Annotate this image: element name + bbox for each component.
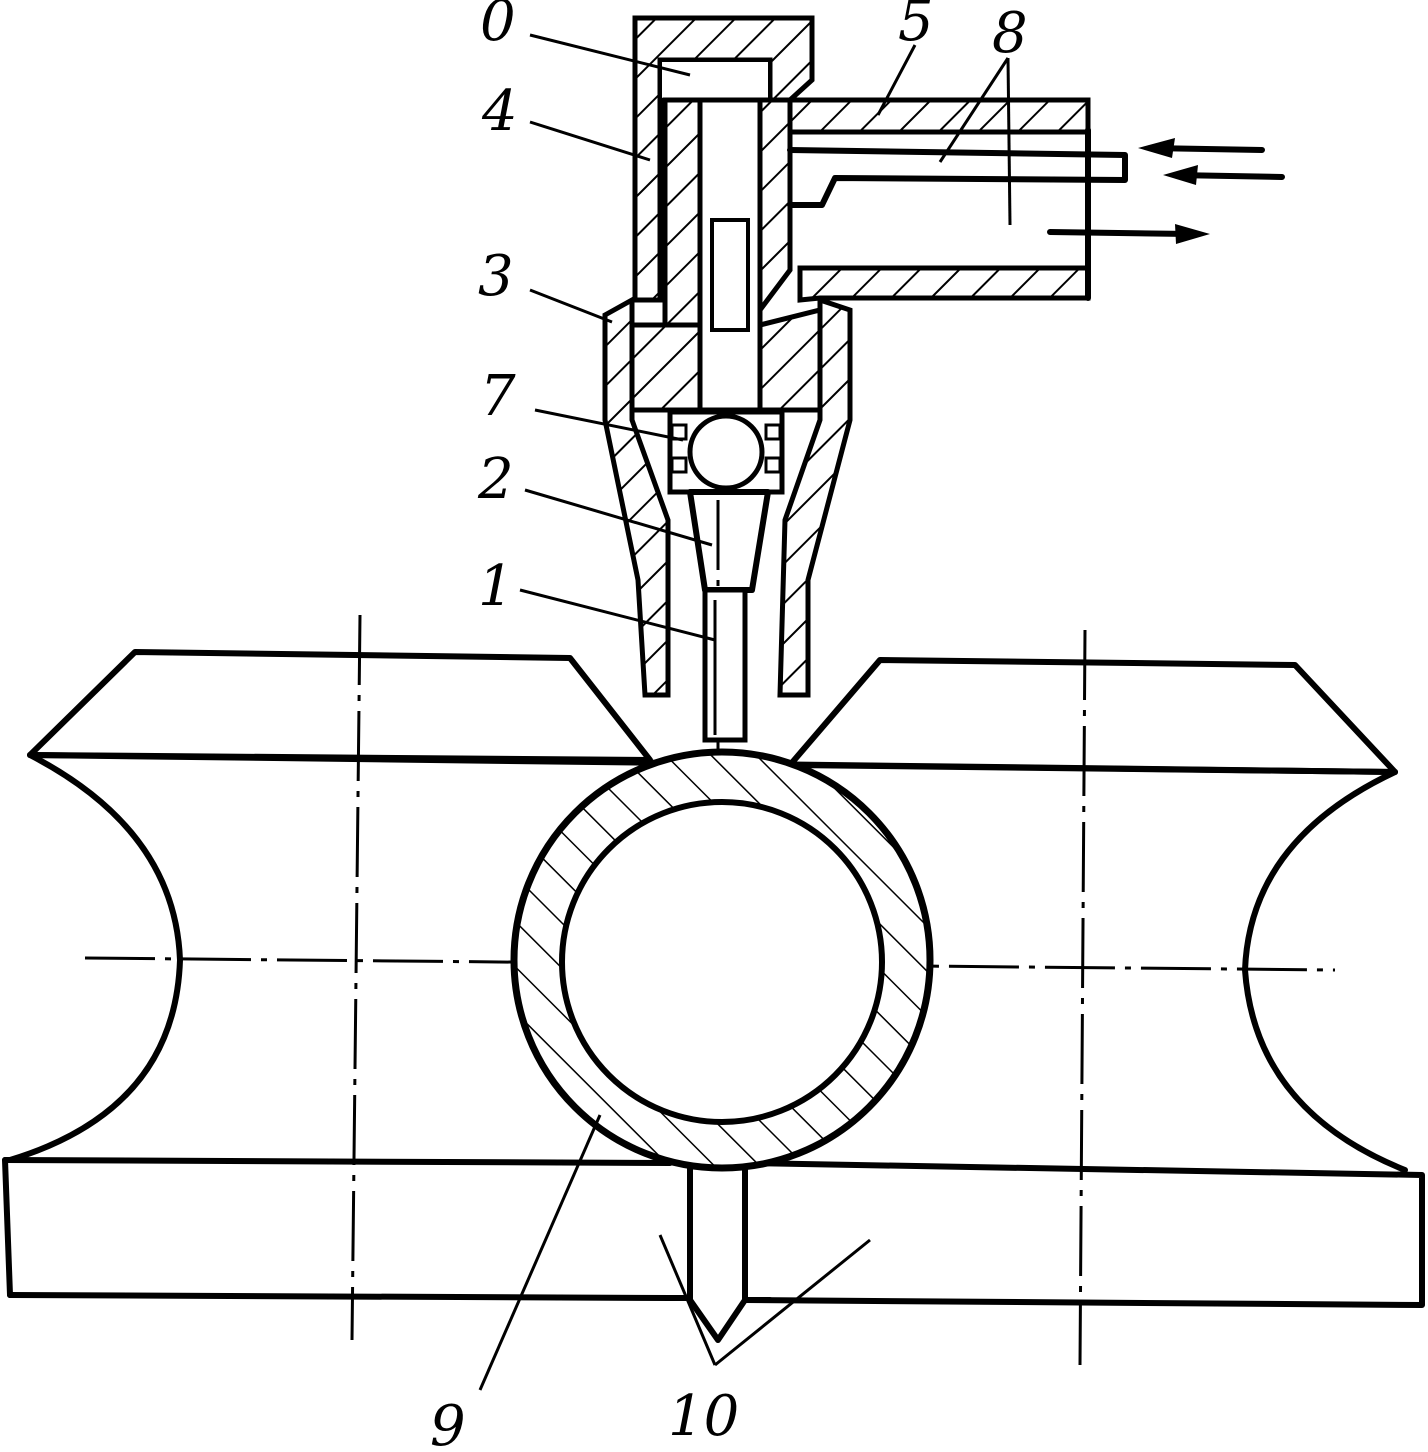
flow-arrows <box>1047 138 1285 244</box>
label-8: 8 <box>992 1 1028 66</box>
leader-lines <box>478 33 1012 1391</box>
base-block <box>2 1157 1425 1308</box>
left-axis <box>350 614 362 1341</box>
label-5: 5 <box>898 0 934 54</box>
label-1: 1 <box>478 554 514 619</box>
right-axis <box>1078 629 1087 1366</box>
label-3: 3 <box>478 244 514 309</box>
tool-head <box>602 15 1128 743</box>
drain-arrow <box>687 1167 748 1343</box>
label-2: 2 <box>477 447 514 512</box>
label-10: 10 <box>668 1384 739 1449</box>
label-7: 7 <box>480 364 516 429</box>
label-9: 9 <box>430 1394 466 1452</box>
label-4: 4 <box>481 79 518 144</box>
pipe <box>510 748 934 1172</box>
label-0: 0 <box>480 0 516 54</box>
